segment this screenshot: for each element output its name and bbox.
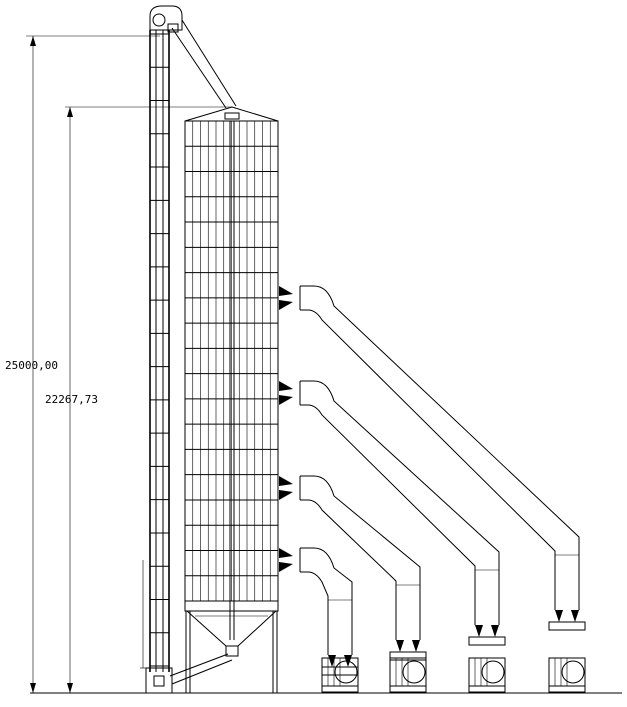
duct-outer-edge xyxy=(300,380,500,625)
elevator-boot xyxy=(145,667,173,694)
duct-inlet-arrow xyxy=(279,395,293,405)
dimension-arrow-up xyxy=(30,36,36,46)
elevator-head-pulley xyxy=(152,13,166,27)
duct-outlet-arrow xyxy=(491,625,499,637)
hopper-outlet xyxy=(225,645,239,657)
fan-impeller xyxy=(481,660,505,684)
duct-outer-edge xyxy=(300,285,580,610)
fan-impeller xyxy=(561,660,585,684)
fan-unit xyxy=(389,651,427,693)
duct-inlet-arrow xyxy=(279,286,293,296)
duct-outlet-arrow xyxy=(328,655,336,667)
fan-base xyxy=(389,685,427,693)
air-duct xyxy=(279,547,353,667)
duct-outlet-arrow xyxy=(475,625,483,637)
elevator-head xyxy=(149,5,183,31)
elevator-motor xyxy=(167,23,179,33)
duct-outer-edge xyxy=(300,547,353,655)
spout-edge-lower xyxy=(171,27,227,109)
duct-inlet-arrow xyxy=(279,381,293,391)
duct-inlet-arrow xyxy=(279,562,293,572)
fan-inlet-collar xyxy=(468,636,506,646)
bucket-elevator xyxy=(140,5,183,694)
discharge-spout xyxy=(171,19,237,109)
dimension-label-silo: 22267,73 xyxy=(45,393,98,406)
fan-unit xyxy=(548,621,586,693)
silo-dryer xyxy=(169,106,279,693)
dimension-silo-height: 22267,73 xyxy=(45,106,232,693)
dimension-total-height: 25000,00 xyxy=(5,35,160,693)
air-duct xyxy=(279,285,580,622)
duct-inner-edge xyxy=(300,571,329,655)
fan-unit xyxy=(321,657,359,693)
air-duct xyxy=(279,380,500,637)
duct-outlet-arrow xyxy=(396,640,404,652)
fan-impeller xyxy=(334,660,358,684)
silo-grid xyxy=(185,121,278,601)
duct-inner-edge xyxy=(300,404,476,625)
duct-outer-edge xyxy=(300,475,421,640)
air-duct xyxy=(279,475,421,652)
elevator-rungs xyxy=(150,33,169,667)
air-ducts xyxy=(279,285,580,667)
fan-inlet-collar xyxy=(548,621,586,631)
dimension-arrow-up xyxy=(67,107,73,117)
dimension-arrow-down xyxy=(67,683,73,693)
return-chute-edge xyxy=(169,653,229,677)
elevator-boot-pulley xyxy=(153,675,165,687)
duct-inlet-arrow xyxy=(279,476,293,486)
fans xyxy=(321,621,586,693)
fan-base xyxy=(468,685,506,693)
silo-roof-inlet xyxy=(224,112,240,120)
duct-inlet-arrow xyxy=(279,490,293,500)
return-chute-edge xyxy=(171,659,233,685)
duct-inner-edge xyxy=(300,499,397,640)
duct-outlet-arrow xyxy=(555,610,563,622)
fan-base xyxy=(548,685,586,693)
dimension-arrow-down xyxy=(30,683,36,693)
duct-inner-edge xyxy=(300,309,556,610)
silo-base-ring xyxy=(184,600,279,612)
duct-outlet-arrow xyxy=(412,640,420,652)
fan-base xyxy=(321,685,359,693)
duct-inlet-arrow xyxy=(279,548,293,558)
fan-impeller xyxy=(402,660,426,684)
duct-inlet-arrow xyxy=(279,300,293,310)
duct-outlet-arrow xyxy=(571,610,579,622)
dimension-label-total: 25000,00 xyxy=(5,359,58,372)
spout-edge-upper xyxy=(181,19,237,107)
fan-unit xyxy=(468,636,506,693)
